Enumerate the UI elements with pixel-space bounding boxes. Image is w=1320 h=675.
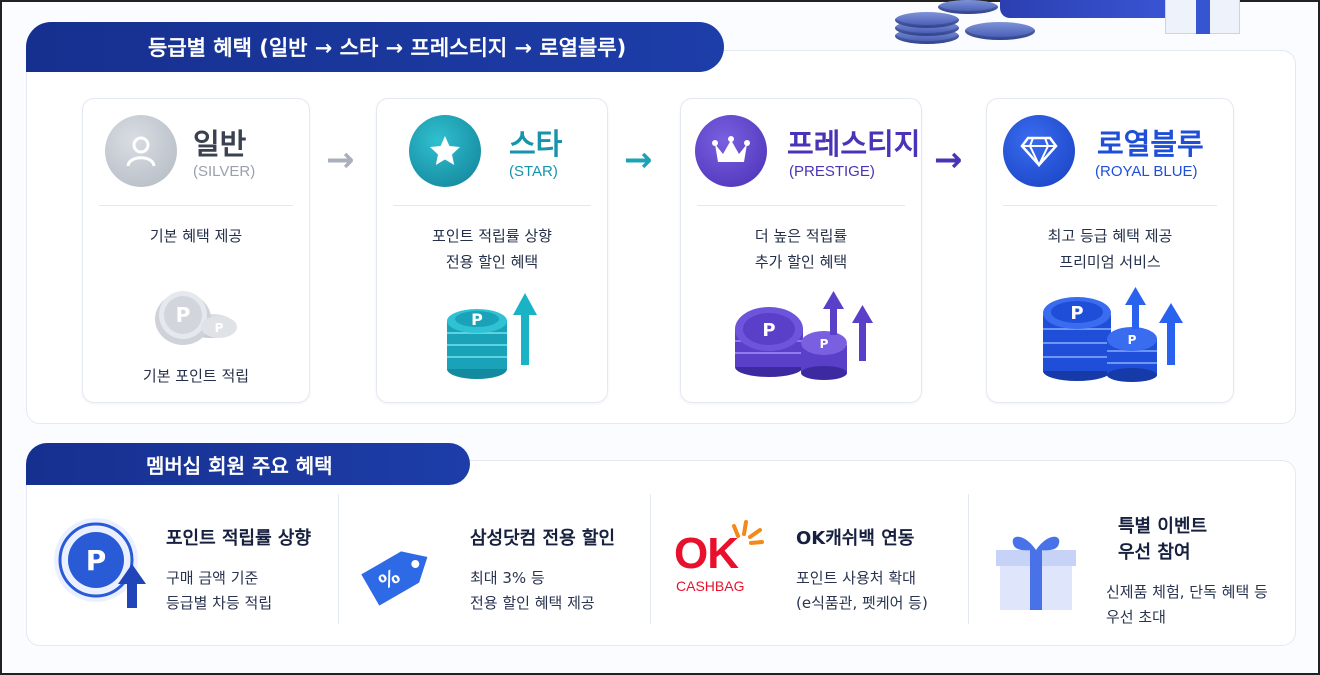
benefit-description-line: 전용 할인 혜택 제공 (470, 594, 595, 612)
svg-text:P: P (1070, 303, 1083, 324)
tier-footer: 기본 포인트 적립 (142, 367, 250, 385)
benefit-description-line: 구매 금액 기준 (166, 569, 259, 587)
benefit-description: 포인트 사용처 확대 (e식품관, 펫케어 등) (796, 566, 928, 616)
decorative-banner-strip (1000, 0, 1180, 18)
tier-description-line: 추가 할인 혜택 (754, 253, 848, 271)
divider (968, 494, 969, 624)
svg-text:P: P (471, 310, 483, 329)
benefits-panel (26, 460, 1296, 646)
benefit-description-line: 우선 초대 (1106, 608, 1166, 626)
benefit-description: 최대 3% 등 전용 할인 혜택 제공 (470, 566, 595, 616)
gift-icon (996, 536, 1076, 610)
tier-name: 일반 (193, 127, 247, 161)
teal-coins-up-icon: P (447, 293, 537, 379)
benefit-title: OK캐쉬백 연동 (796, 528, 915, 549)
tier-description-line: 전용 할인 혜택 (445, 253, 539, 271)
benefit-description-line: 신제품 체험, 단독 혜택 등 (1106, 583, 1268, 601)
tier-description-line: 기본 혜택 제공 (149, 227, 243, 245)
tier-card-royal-blue: 로열블루 (ROYAL BLUE) 최고 등급 혜택 제공 프리미엄 서비스 P… (986, 98, 1234, 403)
silver-coins-icon: P P (155, 291, 237, 345)
discount-tag-icon: % (361, 551, 428, 606)
diamond-icon (1003, 115, 1075, 187)
tiers-section-title: 등급별 혜택 (일반 → 스타 → 프레스티지 → 로열블루) (26, 22, 724, 72)
tier-description: 최고 등급 혜택 제공 프리미엄 서비스 (987, 223, 1233, 275)
divider (650, 494, 651, 624)
star-icon (409, 115, 481, 187)
tier-name: 스타 (509, 127, 563, 161)
svg-text:P: P (176, 303, 191, 327)
benefit-title: 포인트 적립률 상향 (166, 528, 312, 549)
tier-code: (STAR) (509, 163, 558, 180)
tier-card-prestige: 프레스티지 (PRESTIGE) 더 높은 적립률 추가 할인 혜택 P P (680, 98, 922, 403)
point-up-icon: P (54, 518, 146, 608)
benefit-description: 구매 금액 기준 등급별 차등 적립 (166, 566, 272, 616)
arrow-icon: → (624, 140, 653, 180)
benefit-description-line: 등급별 차등 적립 (166, 594, 273, 612)
tier-card-silver: 일반 (SILVER) 기본 혜택 제공 P P 기본 포인트 적립 (82, 98, 310, 403)
tier-card-star: 스타 (STAR) 포인트 적립률 상향 전용 할인 혜택 P (376, 98, 608, 403)
tier-divider (697, 205, 905, 206)
benefit-title-line: 특별 이벤트 (1118, 516, 1208, 537)
tiers-section-title-text: 등급별 혜택 (일반 → 스타 → 프레스티지 → 로열블루) (148, 36, 627, 60)
tier-code: (ROYAL BLUE) (1095, 163, 1198, 180)
ok-logo-text: OK (674, 529, 739, 578)
benefit-description-line: 포인트 사용처 확대 (796, 569, 916, 587)
tier-divider (1003, 205, 1217, 206)
person-icon (105, 115, 177, 187)
crown-icon (695, 115, 767, 187)
arrow-icon: → (326, 140, 355, 180)
benefit-title: 특별 이벤트 우선 참여 (1118, 514, 1207, 566)
benefit-title-line: 우선 참여 (1118, 542, 1191, 563)
tier-description-line: 프리미엄 서비스 (1059, 253, 1161, 271)
divider (338, 494, 339, 624)
tier-code: (SILVER) (193, 163, 256, 180)
svg-text:P: P (762, 320, 775, 341)
ok-logo-sparkle-icon (732, 520, 764, 545)
tier-code: (PRESTIGE) (789, 163, 875, 180)
benefit-description-line: (e식품관, 펫케어 등) (796, 594, 928, 612)
tier-description-line: 최고 등급 혜택 제공 (1047, 227, 1173, 245)
tier-name: 로열블루 (1097, 127, 1204, 161)
benefit-title: 삼성닷컴 전용 할인 (470, 528, 616, 549)
benefit-description: 신제품 체험, 단독 혜택 등 우선 초대 (1106, 580, 1268, 630)
ok-cashbag-logo: OK CASHBAG (674, 520, 770, 600)
benefits-section-title: 멤버십 회원 주요 혜택 (26, 443, 470, 485)
svg-text:P: P (215, 321, 224, 335)
benefit-description-line: 최대 3% 등 (470, 569, 545, 587)
tier-description: 더 높은 적립률 추가 할인 혜택 (681, 223, 921, 275)
ok-logo-subtext: CASHBAG (676, 578, 745, 594)
purple-coins-up-icon: P P (735, 291, 873, 380)
tier-divider (393, 205, 591, 206)
decorative-gift-icon (1165, 0, 1240, 34)
svg-text:P: P (820, 337, 829, 351)
tier-description: 포인트 적립률 상향 전용 할인 혜택 (377, 223, 607, 275)
tier-description-line: 포인트 적립률 상향 (432, 227, 552, 245)
svg-text:P: P (1128, 333, 1137, 347)
tier-divider (99, 205, 293, 206)
blue-coins-up-icon: P P (1043, 287, 1183, 382)
tier-description: 기본 혜택 제공 (83, 223, 309, 249)
svg-text:P: P (86, 544, 107, 577)
benefits-section-title-text: 멤버십 회원 주요 혜택 (146, 453, 333, 478)
tier-name: 프레스티지 (787, 127, 921, 161)
arrow-icon: → (934, 140, 963, 180)
tier-description-line: 더 높은 적립률 (754, 227, 848, 245)
